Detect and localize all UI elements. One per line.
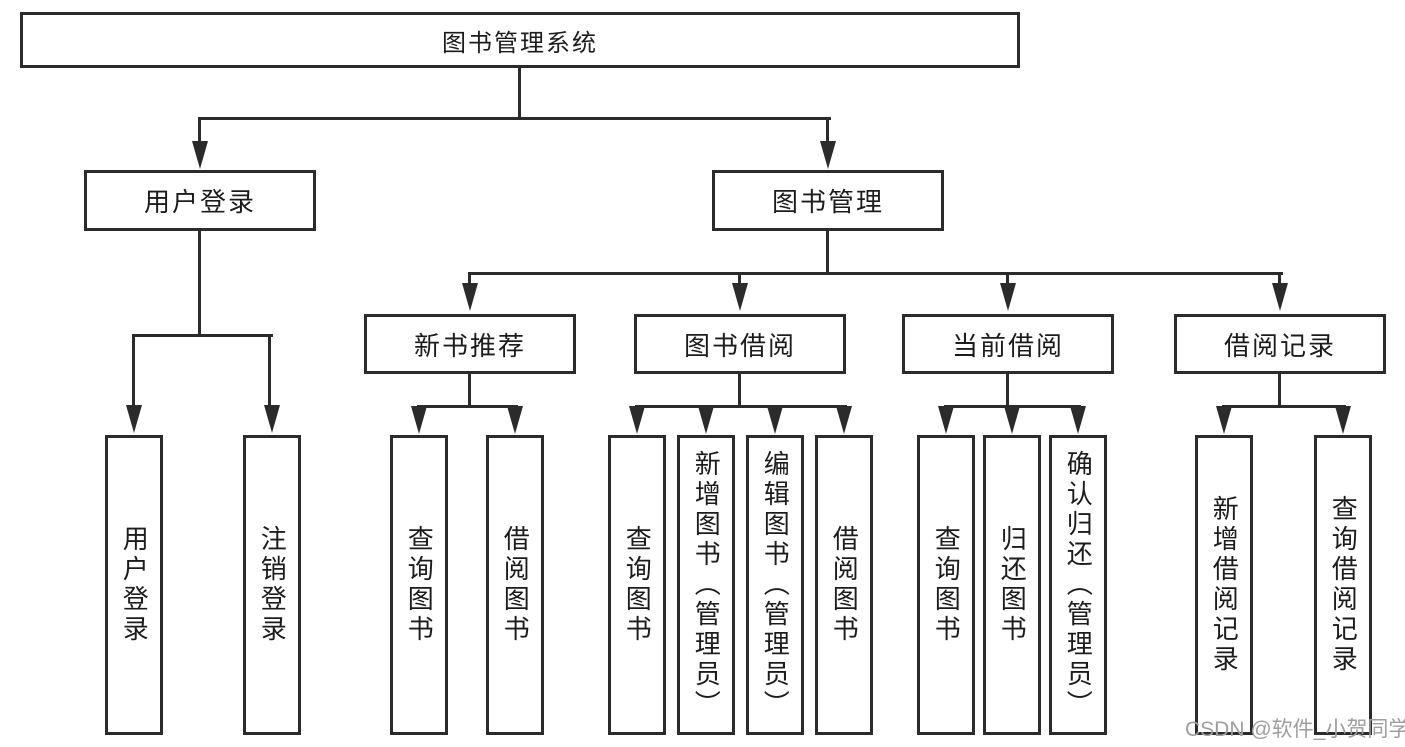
connector-drop [1006,272,1009,285]
connector-drop [268,334,271,407]
arrowhead-leaf [1070,406,1086,434]
leaf-label: 确认归还（管理员） [1063,450,1094,720]
leaf-add-borrow-record: 新增借阅记录 [1195,435,1253,735]
arrowhead-leaf [836,406,852,434]
connector-level2-drop-left [198,117,201,143]
connector-drop [468,272,471,285]
leaf-query-book-recommend: 查询图书 [390,435,448,735]
leaf-label: 借阅图书 [829,525,860,645]
leaf-label: 注销登录 [257,525,288,645]
leaf-user-login: 用户登录 [105,435,163,735]
arrowhead-leaf [698,406,714,434]
connector-level3-crossbar [468,272,1283,275]
arrowhead-leaf [507,406,523,434]
arrowhead-leaf [1004,406,1020,434]
node-borrow-records-label: 借阅记录 [1223,330,1336,361]
leaf-return-book: 归还图书 [983,435,1041,735]
leaf-borrow-book-recommend: 借阅图书 [486,435,544,735]
connector-borrow-records-stem [1278,374,1281,408]
node-user-login: 用户登录 [84,170,316,231]
leaf-borrow-book: 借阅图书 [815,435,873,735]
connector-drop [132,334,135,407]
leaf-label: 查询图书 [931,525,962,645]
leaf-label: 用户登录 [119,525,150,645]
connector-book-borrow-crossbar [635,405,847,408]
node-book-management: 图书管理 [712,170,944,231]
node-root: 图书管理系统 [20,12,1020,68]
connector-new-book-crossbar [417,405,518,408]
connector-book-borrow-stem [738,374,741,408]
leaf-label: 归还图书 [997,525,1028,645]
arrowhead-leaf [1335,406,1351,434]
node-current-borrow: 当前借阅 [902,314,1114,374]
connector-drop [738,272,741,285]
connector-user-login-stem [198,231,201,337]
arrowhead-leaf [1216,406,1232,434]
leaf-label: 编辑图书（管理员） [760,450,791,720]
leaf-logout: 注销登录 [243,435,301,735]
connector-user-login-crossbar [132,334,273,337]
leaf-query-borrow-record: 查询借阅记录 [1314,435,1372,735]
arrowhead-book-borrow [732,283,748,311]
leaf-add-book-admin: 新增图书（管理员） [677,435,735,735]
node-new-book-recommend: 新书推荐 [364,314,576,374]
node-book-borrow: 图书借阅 [634,314,846,374]
leaf-confirm-return-admin: 确认归还（管理员） [1049,435,1107,735]
connector-new-book-stem [468,374,471,408]
arrowhead-leaf [938,406,954,434]
node-new-book-recommend-label: 新书推荐 [413,330,526,361]
arrowhead-borrow-records [1272,283,1288,311]
arrowhead-leaf [411,406,427,434]
connector-level2-drop-right [826,117,829,143]
leaf-query-book-current: 查询图书 [917,435,975,735]
leaf-label: 查询图书 [622,525,653,645]
arrowhead-book-management [820,141,836,169]
node-book-borrow-label: 图书借阅 [683,330,796,361]
leaf-label: 新增借阅记录 [1209,495,1240,675]
connector-borrow-records-crossbar [1222,405,1346,408]
leaf-label: 查询借阅记录 [1328,495,1359,675]
connector-drop [1278,272,1281,285]
arrowhead-leaf [126,405,142,433]
connector-current-borrow-stem [1006,374,1009,408]
arrowhead-leaf [264,405,280,433]
arrowhead-leaf [767,406,783,434]
node-root-label: 图书管理系统 [442,29,598,57]
arrowhead-leaf [629,406,645,434]
arrowhead-current-borrow [1000,283,1016,311]
node-user-login-label: 用户登录 [143,187,256,217]
leaf-edit-book-admin: 编辑图书（管理员） [746,435,804,735]
connector-root-stem [518,68,521,120]
node-current-borrow-label: 当前借阅 [951,330,1064,361]
csdn-watermark: CSDN @软件_小贺同学 [1185,718,1405,741]
node-borrow-records: 借阅记录 [1174,314,1386,374]
arrowhead-new-book [462,283,478,311]
arrowhead-user-login [192,141,208,169]
leaf-label: 借阅图书 [500,525,531,645]
leaf-query-book-borrow: 查询图书 [608,435,666,735]
connector-book-mgmt-stem [826,231,829,275]
leaf-label: 查询图书 [404,525,435,645]
node-book-management-label: 图书管理 [771,187,884,217]
leaf-label: 新增图书（管理员） [691,450,722,720]
connector-level2-crossbar [198,117,831,120]
